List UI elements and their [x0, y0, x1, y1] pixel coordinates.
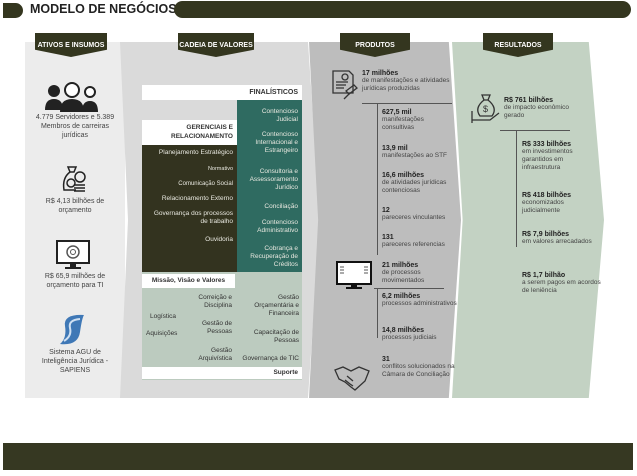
svg-text:$: $ [483, 104, 488, 114]
finalistico-item: Consultoria e Assessoramento Jurídico [249, 168, 298, 191]
finalisticos-panel [237, 100, 302, 272]
gerencial-item: Planejamento Estratégico [158, 149, 233, 156]
monitor-icon [336, 261, 372, 289]
text: processos judiciais [382, 334, 437, 341]
produto-main-value: 17 milhões [362, 70, 399, 77]
column-resultados [452, 42, 604, 398]
missao-header: Missão, Visão e Valores [142, 274, 235, 288]
suporte-panel [142, 272, 302, 380]
page-title: MODELO DE NEGÓCIOS [30, 2, 177, 16]
title-bar-decoration [174, 1, 631, 18]
produto-main-text: de manifestações e atividades jurídicas … [362, 77, 450, 92]
text: de atividades jurídicas contenciosas [382, 179, 447, 194]
text: manifestações ao STF [382, 152, 448, 159]
footer-bar [3, 443, 633, 470]
text: de processos movimentados [382, 269, 425, 284]
value: 31 [382, 356, 390, 363]
text: processos administrativos [382, 300, 457, 307]
value: R$ 418 bilhões [522, 192, 572, 199]
text: em investimentos garantidos em infraestr… [522, 148, 573, 171]
gerencial-item: Comunicação Social [178, 181, 233, 187]
ativo-sapiens: Sistema AGU de Inteligência Jurídica - S… [41, 349, 109, 374]
gerencial-item: Ouvidoria [205, 236, 233, 243]
value: R$ 333 bilhões [522, 141, 572, 148]
text: economizados judicialmente [522, 199, 564, 214]
column-produtos [309, 42, 461, 398]
gerencial-item: Normativo [207, 166, 233, 172]
handshake-icon [334, 366, 370, 391]
finalistico-item: Cobrança e Recuperação de Créditos [250, 245, 298, 268]
value: R$ 7,9 bilhões [522, 231, 570, 238]
suporte-item: Governança de TIC [242, 355, 299, 362]
value: 131 [382, 234, 394, 241]
value: 21 milhões [382, 262, 419, 269]
suporte-item: Gestão de Pessoas [202, 320, 232, 335]
value: 12 [382, 207, 390, 214]
sapiens-logo-icon [60, 314, 84, 345]
ativo-orcamento: R$ 4,13 bilhões de orçamento [45, 198, 105, 214]
suporte-item: Correição e Disciplina [198, 294, 232, 309]
money-bag-icon [62, 166, 86, 192]
text: de impacto econômico gerado [504, 104, 570, 119]
ativo-servidores: 4.779 Servidores e 5.389 Membros de carr… [35, 114, 115, 139]
people-icon [45, 82, 98, 112]
finalistico-item: Contencioso Administrativo [257, 219, 298, 234]
money-hand-icon: $ [471, 94, 500, 123]
suporte-item: Gestão Arquivística [198, 347, 232, 362]
text: manifestações consultivas [382, 116, 424, 131]
divider [374, 288, 444, 289]
value: 6,2 milhões [382, 293, 421, 300]
text: em valores arrecadados [522, 238, 592, 245]
finalisticos-header: FINALÍSTICOS [142, 85, 302, 100]
value: 16,6 milhões [382, 172, 425, 179]
text: pareceres referencias [382, 241, 445, 248]
text: conflitos solucionados na Câmara de Conc… [382, 363, 455, 378]
suporte-item: Aquisições [146, 330, 178, 337]
finalistico-item: Conciliação [264, 203, 298, 210]
ativo-ti: R$ 65,9 milhões de orçamento para TI [44, 273, 106, 289]
divider [377, 103, 378, 255]
finalistico-item: Contencioso Internacional e Estrangeiro [255, 131, 298, 154]
value: 13,9 mil [382, 145, 408, 152]
divider [362, 103, 452, 104]
suporte-item: Logística [150, 313, 177, 320]
gerenciais-panel [142, 120, 237, 272]
divider [377, 288, 378, 338]
monitor-gear-icon [56, 240, 90, 269]
gerencial-item: Governança dos processos de trabalho [153, 210, 233, 225]
divider [500, 130, 570, 131]
gerencial-item: Relacionamento Externo [161, 195, 233, 202]
value: R$ 1,7 bilhão [522, 272, 566, 279]
value: 14,8 milhões [382, 327, 425, 334]
gerenciais-header: GERENCIAIS E RELACIONAMENTO [142, 120, 237, 145]
text: pareceres vinculantes [382, 214, 446, 221]
finalistico-item: Contencioso Judicial [261, 108, 298, 123]
suporte-footer: Suporte [142, 367, 302, 379]
document-gavel-icon [332, 70, 358, 100]
suporte-item: Capacitação de Pessoas [253, 329, 299, 344]
divider [516, 130, 517, 247]
text: a serem pagos em acordos de leniência [522, 279, 601, 294]
value: 627,5 mil [382, 109, 412, 116]
value: R$ 761 bilhões [504, 97, 554, 104]
title-pill-left [3, 3, 23, 18]
suporte-item: Gestão Orçamentária e Financeira [254, 294, 299, 317]
